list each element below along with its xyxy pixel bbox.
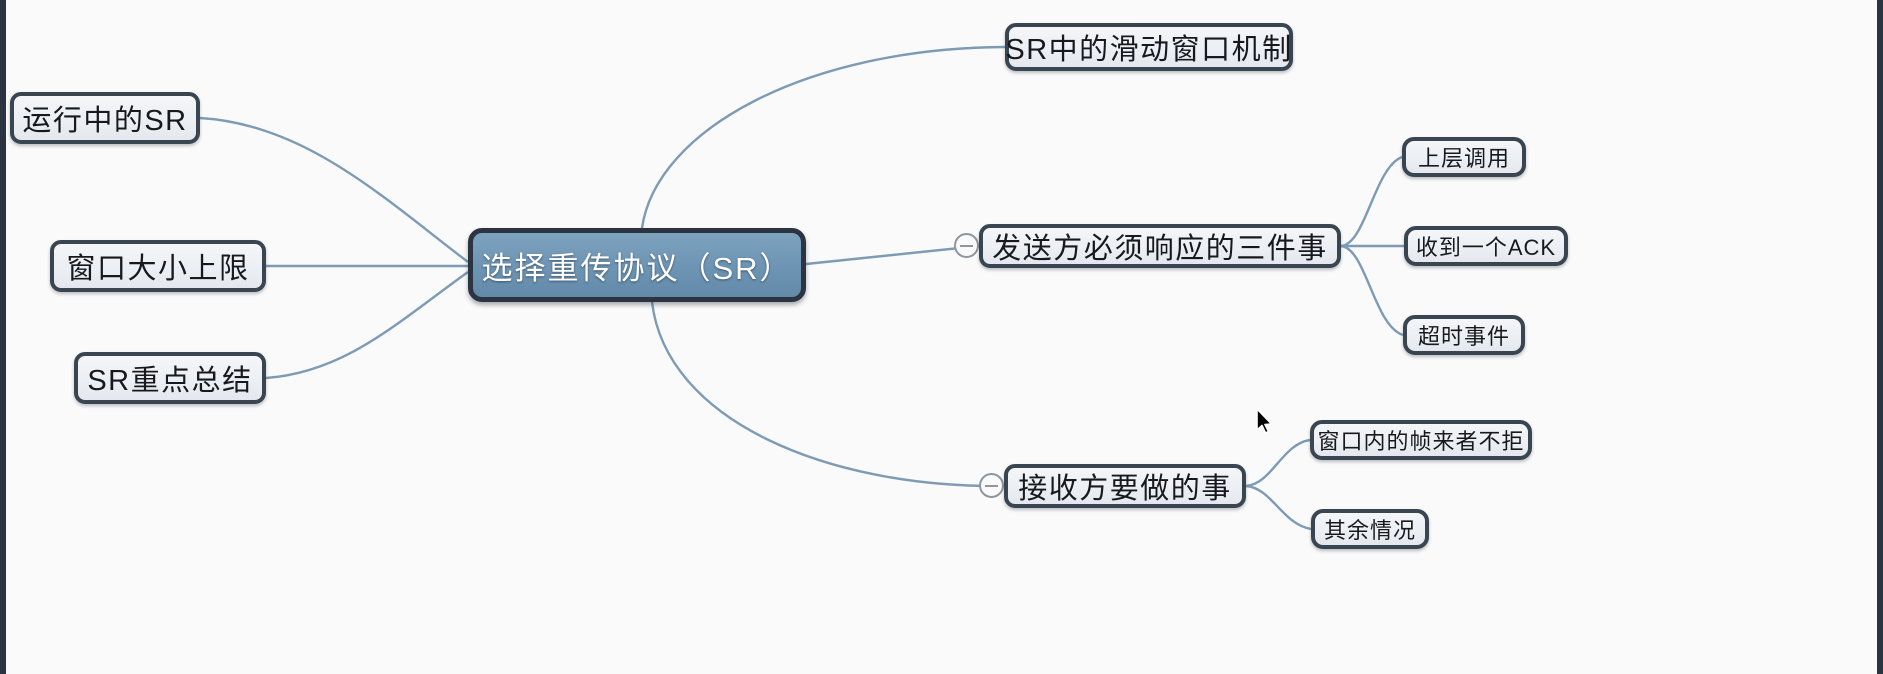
node-label: SR重点总结 — [87, 365, 253, 397]
edge-receiver-to-other-cases — [1245, 484, 1312, 531]
node-label: SR中的滑动窗口机制 — [1005, 34, 1293, 66]
edge-root-to-receiver-tasks — [650, 301, 1005, 488]
node-accept-frames-in-window[interactable]: 窗口内的帧来者不拒 — [1310, 420, 1532, 460]
node-label: 超时事件 — [1417, 324, 1510, 349]
mouse-pointer-icon — [1256, 408, 1273, 434]
node-label: 运行中的SR — [22, 105, 188, 137]
edge-root-to-summary — [265, 271, 469, 380]
node-label: 发送方必须响应的三件事 — [992, 233, 1328, 265]
node-sliding-window-in-sr[interactable]: SR中的滑动窗口机制 — [1005, 23, 1293, 71]
node-label: 上层调用 — [1417, 146, 1510, 171]
minus-circle-icon-sender[interactable] — [954, 233, 979, 258]
edge-receiver-to-in-window — [1245, 438, 1311, 488]
node-timeout-event[interactable]: 超时事件 — [1403, 315, 1525, 355]
edge-root-to-sender-three-things — [805, 244, 980, 266]
node-sr-key-summary[interactable]: SR重点总结 — [74, 352, 266, 404]
node-received-an-ack[interactable]: 收到一个ACK — [1404, 226, 1568, 266]
root-node-label: 选择重传协议（SR） — [481, 250, 793, 286]
node-other-cases[interactable]: 其余情况 — [1311, 509, 1429, 549]
node-running-sr[interactable]: 运行中的SR — [10, 92, 200, 144]
edge-sender-to-timeout — [1340, 244, 1404, 337]
minus-circle-icon-receiver[interactable] — [979, 473, 1004, 498]
node-label: 窗口内的帧来者不拒 — [1317, 429, 1525, 454]
edge-root-to-sliding-window — [640, 45, 1006, 229]
node-receiver-tasks[interactable]: 接收方要做的事 — [1004, 464, 1246, 508]
node-sender-three-responses[interactable]: 发送方必须响应的三件事 — [979, 224, 1341, 268]
node-label: 窗口大小上限 — [66, 253, 250, 285]
node-window-size-limit[interactable]: 窗口大小上限 — [50, 240, 266, 292]
node-upper-layer-call[interactable]: 上层调用 — [1402, 137, 1526, 177]
node-label: 接收方要做的事 — [1018, 473, 1232, 505]
connector-edges — [199, 45, 1404, 531]
node-label: 收到一个ACK — [1415, 235, 1557, 260]
node-label: 其余情况 — [1323, 518, 1416, 543]
root-node[interactable]: 选择重传协议（SR） — [468, 228, 806, 302]
edge-sender-to-upper-call — [1340, 155, 1403, 248]
